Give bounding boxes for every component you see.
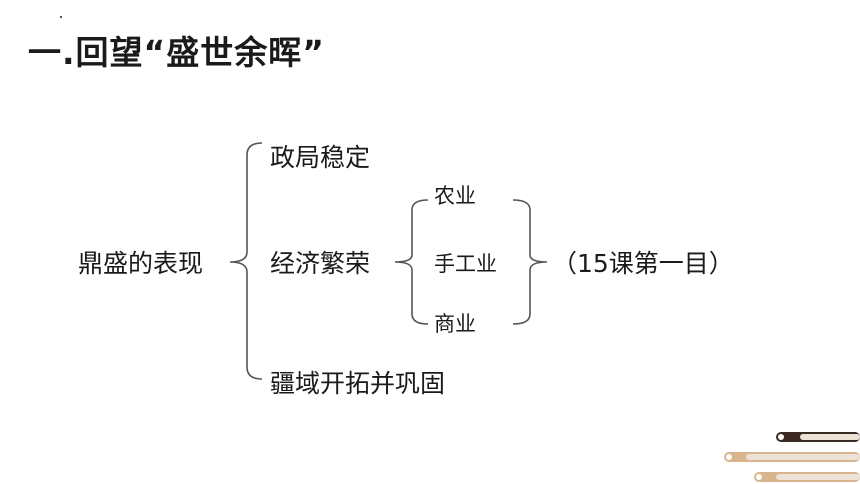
sub-agriculture: 农业 [434,184,476,208]
sub-brace-left [394,199,429,325]
sub-brace-right [512,199,548,325]
root-node: 鼎盛的表现 [78,249,204,278]
branch-politics: 政局稳定 [270,143,371,172]
sub-handicraft: 手工业 [434,252,497,276]
stripe-middle [724,452,860,462]
stripe-top [776,432,860,442]
slide-title: 一.回望“盛世余晖” [28,33,325,72]
stray-dot [60,16,62,18]
note-lesson-ref: （15课第一目） [552,249,734,278]
branch-economy: 经济繁荣 [270,249,371,278]
sub-commerce: 商业 [434,312,476,336]
stripe-bottom [754,472,860,482]
main-brace [229,142,263,380]
branch-territory: 疆域开拓并巩固 [270,369,446,398]
